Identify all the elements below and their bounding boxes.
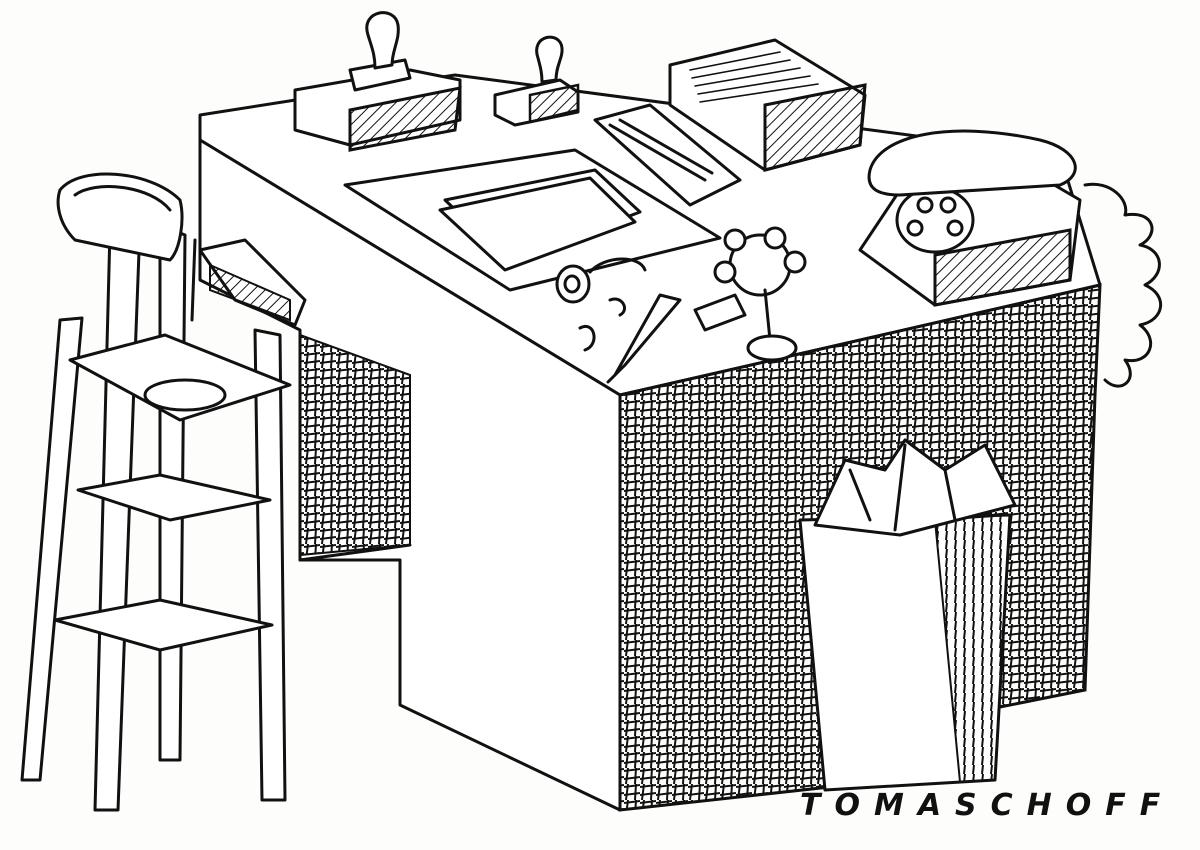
pen-tray [593,103,742,207]
phone-cord [1083,182,1163,388]
wastebasket [798,438,1017,792]
artist-signature: TOMASCHOFF [800,788,1174,823]
small-rubber-stamp [493,35,580,127]
desk-kneehole-shadow [299,333,411,557]
desk-clips [555,257,647,352]
large-rubber-stamp [293,11,462,152]
document-papers [343,148,722,292]
file-box [668,38,867,172]
rotary-telephone [858,129,1163,388]
stamp-carousel [693,226,807,362]
fountain-pen [606,293,682,384]
wooden-chair [20,172,307,812]
